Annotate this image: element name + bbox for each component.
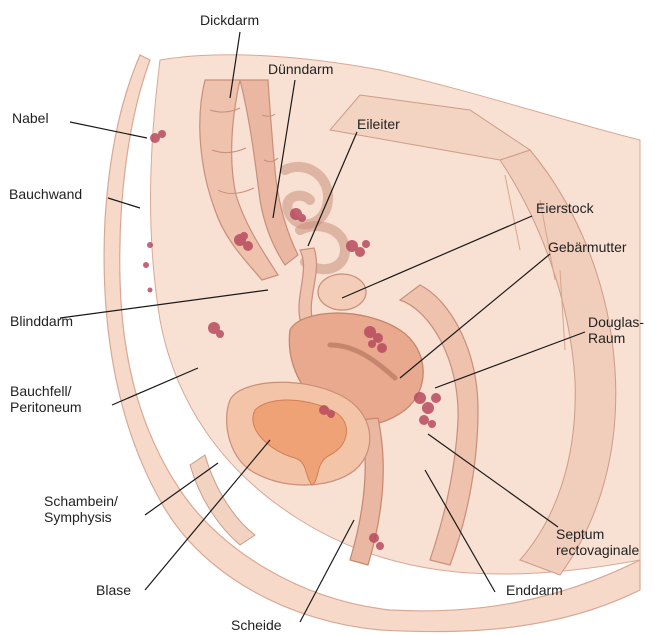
label-enddarm: Enddarm xyxy=(506,582,563,598)
label-bauchfell-line1: Bauchfell/ xyxy=(10,383,82,399)
label-duenndarm: Dünndarm xyxy=(268,61,333,77)
label-bauchwand: Bauchwand xyxy=(9,186,82,202)
leader-nabel xyxy=(70,122,147,138)
label-septum-line1: Septum xyxy=(556,526,639,542)
label-eierstock: Eierstock xyxy=(536,200,594,216)
label-nabel: Nabel xyxy=(12,110,49,126)
label-bauchfell: Bauchfell/ Peritoneum xyxy=(10,383,82,415)
label-dickdarm: Dickdarm xyxy=(200,12,259,28)
label-schambein: Schambein/ Symphysis xyxy=(44,493,118,525)
ovary xyxy=(318,274,366,310)
label-schambein-line1: Schambein/ xyxy=(44,493,118,509)
label-blase: Blase xyxy=(96,582,131,598)
label-scheide: Scheide xyxy=(231,617,282,633)
label-septum: Septum rectovaginale xyxy=(556,526,639,558)
label-blinddarm: Blinddarm xyxy=(10,313,73,329)
label-septum-line2: rectovaginale xyxy=(556,542,639,558)
label-douglas-line2: Raum xyxy=(588,330,644,346)
label-schambein-line2: Symphysis xyxy=(44,509,118,525)
label-bauchfell-line2: Peritoneum xyxy=(10,399,82,415)
label-douglas-line1: Douglas- xyxy=(588,314,644,330)
label-eileiter: Eileiter xyxy=(357,116,400,132)
label-gebaermutter: Gebärmutter xyxy=(548,239,627,255)
label-douglas-raum: Douglas- Raum xyxy=(588,314,644,346)
